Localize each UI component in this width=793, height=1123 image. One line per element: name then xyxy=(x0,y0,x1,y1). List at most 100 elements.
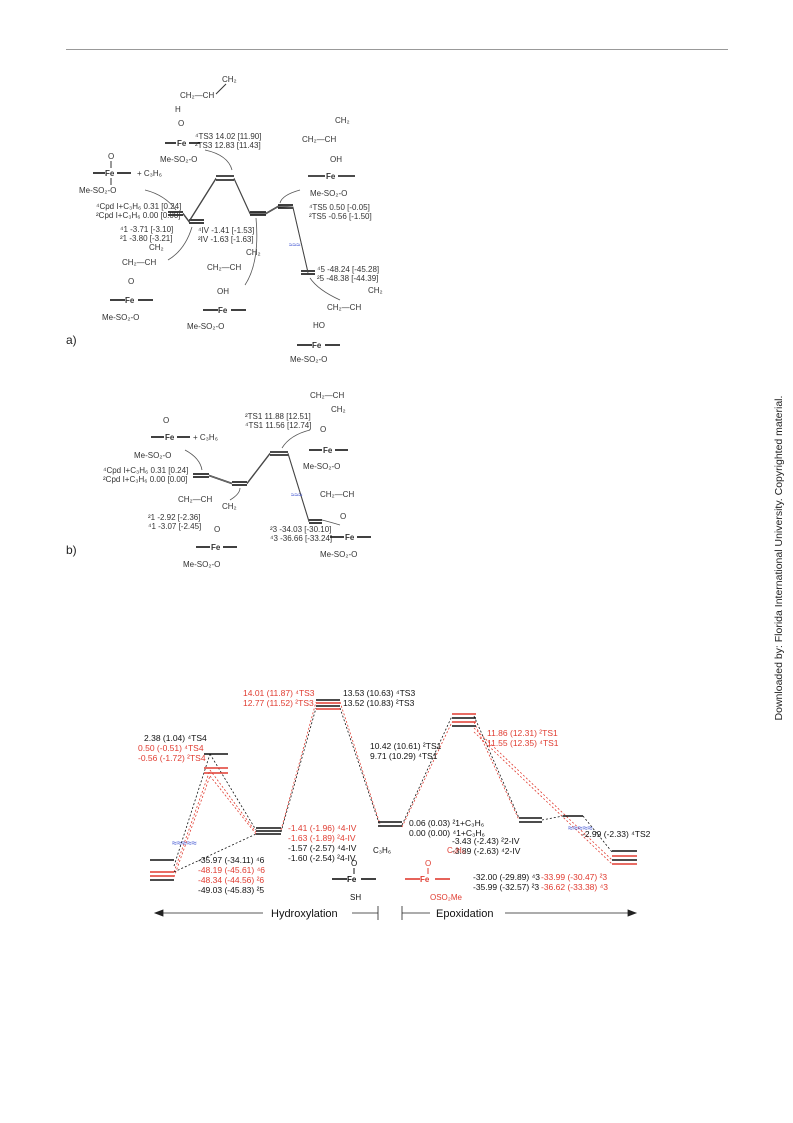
panel-b-label: b) xyxy=(66,543,77,557)
svg-text:12.77 (11.52) ²TS3: 12.77 (11.52) ²TS3 xyxy=(243,698,314,708)
svg-text:²3 -34.03 [-30.10]: ²3 -34.03 [-30.10] xyxy=(270,525,331,534)
svg-text:CH₂—CH: CH₂—CH xyxy=(207,263,241,272)
svg-text:-36.62 (-33.38) ⁴3: -36.62 (-33.38) ⁴3 xyxy=(541,882,608,892)
svg-text:-33.99 (-30.47) ²3: -33.99 (-30.47) ²3 xyxy=(541,872,607,882)
svg-text:²1 -3.80 [-3.21]: ²1 -3.80 [-3.21] xyxy=(120,234,172,243)
svg-text:-1.60 (-2.54) ²4-IV: -1.60 (-2.54) ²4-IV xyxy=(288,853,356,863)
svg-text:C₃H₆: C₃H₆ xyxy=(373,846,391,855)
svg-text:⁴Cpd I+C₃H₆ 0.31 [0.24]: ⁴Cpd I+C₃H₆ 0.31 [0.24] xyxy=(96,202,181,211)
panel-c-labels: 14.01 (11.87) ⁴TS3 12.77 (11.52) ²TS3 13… xyxy=(138,688,651,895)
svg-text:²5 -48.38 [-44.39]: ²5 -48.38 [-44.39] xyxy=(317,274,378,283)
hydroxylation-label: Hydroxylation xyxy=(271,908,338,920)
svg-text:O: O xyxy=(340,512,346,521)
svg-text:+ C₃H₆: + C₃H₆ xyxy=(193,433,218,442)
svg-text:13.53 (10.63) ⁴TS3: 13.53 (10.63) ⁴TS3 xyxy=(343,688,415,698)
panel-c-structures: C₃H₆ O Fe SH C₃H₆ O Fe OSO₂Me xyxy=(332,846,465,902)
svg-text:⁴IV -1.41 [-1.53]: ⁴IV -1.41 [-1.53] xyxy=(198,226,254,235)
svg-text:≈≈≈≈≈: ≈≈≈≈≈ xyxy=(172,838,197,848)
svg-text:-35.99 (-32.57) ²3: -35.99 (-32.57) ²3 xyxy=(473,882,539,892)
svg-text:Fe: Fe xyxy=(125,296,135,305)
svg-text:Me-SO₂-O: Me-SO₂-O xyxy=(160,155,197,164)
svg-text:CH₂—CH: CH₂—CH xyxy=(310,391,344,400)
panel-b-structures: O Fe + C₃H₆ Me-SO₂-O CH₂ CH₂—CH O Fe Me-… xyxy=(134,391,371,569)
svg-text:OH: OH xyxy=(217,287,229,296)
svg-text:²Cpd I+C₃H₆ 0.00 [0.00]: ²Cpd I+C₃H₆ 0.00 [0.00] xyxy=(103,475,188,484)
svg-text:CH₂: CH₂ xyxy=(368,286,383,295)
svg-text:O: O xyxy=(178,119,184,128)
svg-text:≈≈≈: ≈≈≈ xyxy=(291,492,303,499)
svg-text:Me-SO₂-O: Me-SO₂-O xyxy=(79,186,116,195)
svg-text:C₃H₆: C₃H₆ xyxy=(447,846,465,855)
svg-text:Fe: Fe xyxy=(347,875,357,884)
svg-text:11.55 (12.35) ⁴TS1: 11.55 (12.35) ⁴TS1 xyxy=(487,738,559,748)
svg-text:SH: SH xyxy=(350,893,361,902)
svg-text:CH₂—CH: CH₂—CH xyxy=(302,135,336,144)
svg-text:CH₂—CH: CH₂—CH xyxy=(327,303,361,312)
svg-text:Fe: Fe xyxy=(345,533,355,542)
svg-text:⁴TS1 11.56 [12.74]: ⁴TS1 11.56 [12.74] xyxy=(245,421,311,430)
svg-text:²TS1 11.88 [12.51]: ²TS1 11.88 [12.51] xyxy=(245,412,311,421)
svg-text:-0.56 (-1.72) ²TS4: -0.56 (-1.72) ²TS4 xyxy=(138,753,206,763)
svg-text:⁴TS3 14.02 [11.90]: ⁴TS3 14.02 [11.90] xyxy=(195,132,261,141)
svg-text:CH₂—CH: CH₂—CH xyxy=(320,490,354,499)
svg-text:-3.43 (-2.43) ²2-IV: -3.43 (-2.43) ²2-IV xyxy=(452,836,520,846)
svg-text:0.06 (0.03) ²1+C₃H₆: 0.06 (0.03) ²1+C₃H₆ xyxy=(409,818,484,828)
header-rule xyxy=(66,49,728,50)
svg-text:≈≈≈≈≈: ≈≈≈≈≈ xyxy=(568,823,593,833)
panel-c-axis xyxy=(153,906,638,920)
svg-text:CH₂: CH₂ xyxy=(222,75,237,84)
svg-text:CH₂: CH₂ xyxy=(331,405,346,414)
svg-text:OSO₂Me: OSO₂Me xyxy=(430,893,463,902)
svg-text:Fe: Fe xyxy=(420,875,430,884)
panel-a-energy-labels: ⁴Cpd I+C₃H₆ 0.31 [0.24] ²Cpd I+C₃H₆ 0.00… xyxy=(96,132,379,283)
svg-text:-1.63 (-1.89) ²4-IV: -1.63 (-1.89) ²4-IV xyxy=(288,833,356,843)
svg-text:²TS5 -0.56 [-1.50]: ²TS5 -0.56 [-1.50] xyxy=(309,212,372,221)
svg-text:CH₂—CH: CH₂—CH xyxy=(122,258,156,267)
svg-text:Me-SO₂-O: Me-SO₂-O xyxy=(102,313,139,322)
svg-text:O: O xyxy=(214,525,220,534)
svg-text:-3.89 (-2.63) ⁴2-IV: -3.89 (-2.63) ⁴2-IV xyxy=(452,846,521,856)
svg-text:Fe: Fe xyxy=(312,341,322,350)
svg-text:Me-SO₂-O: Me-SO₂-O xyxy=(303,462,340,471)
svg-text:CH₂—CH: CH₂—CH xyxy=(178,495,212,504)
svg-text:-48.19 (-45.61) ⁴6: -48.19 (-45.61) ⁴6 xyxy=(198,865,265,875)
svg-text:²TS3 12.83 [11.43]: ²TS3 12.83 [11.43] xyxy=(195,141,261,150)
svg-text:13.52 (10.83) ²TS3: 13.52 (10.83) ²TS3 xyxy=(343,698,415,708)
svg-text:Me-SO₂-O: Me-SO₂-O xyxy=(134,451,171,460)
svg-text:⁴TS5 0.50 [-0.05]: ⁴TS5 0.50 [-0.05] xyxy=(309,203,370,212)
svg-text:Fe: Fe xyxy=(165,433,175,442)
svg-text:Me-SO₂-O: Me-SO₂-O xyxy=(310,189,347,198)
svg-text:²1 -2.92 [-2.36]: ²1 -2.92 [-2.36] xyxy=(148,513,200,522)
svg-text:Fe: Fe xyxy=(326,172,336,181)
svg-text:CH₂: CH₂ xyxy=(222,502,237,511)
svg-text:-35.97 (-34.11) ⁴6: -35.97 (-34.11) ⁴6 xyxy=(198,855,265,865)
svg-text:⁴5 -48.24 [-45.28]: ⁴5 -48.24 [-45.28] xyxy=(317,265,379,274)
svg-text:-32.00 (-29.89) ⁴3: -32.00 (-29.89) ⁴3 xyxy=(473,872,540,882)
epoxidation-label: Epoxidation xyxy=(436,908,494,920)
svg-text:CH₂—CH: CH₂—CH xyxy=(180,91,214,100)
svg-text:CH₂: CH₂ xyxy=(149,243,164,252)
svg-text:Me-SO₂-O: Me-SO₂-O xyxy=(290,355,327,364)
svg-text:⁴3 -36.66 [-33.24]: ⁴3 -36.66 [-33.24] xyxy=(270,534,332,543)
svg-text:Me-SO₂-O: Me-SO₂-O xyxy=(320,550,357,559)
svg-text:⁴1 -3.71 [-3.10]: ⁴1 -3.71 [-3.10] xyxy=(120,225,173,234)
svg-text:H: H xyxy=(175,105,181,114)
svg-text:CH₂: CH₂ xyxy=(335,116,350,125)
svg-text:Fe: Fe xyxy=(105,169,115,178)
svg-text:⁴1 -3.07 [-2.45]: ⁴1 -3.07 [-2.45] xyxy=(148,522,201,531)
panel-c-connectors xyxy=(173,701,613,878)
svg-text:Fe: Fe xyxy=(177,139,187,148)
svg-text:O: O xyxy=(128,277,134,286)
svg-text:14.01 (11.87) ⁴TS3: 14.01 (11.87) ⁴TS3 xyxy=(243,688,315,698)
svg-text:+ C₃H₆: + C₃H₆ xyxy=(137,169,162,178)
panel-c-levels: ≈≈≈≈≈ ≈≈≈≈≈ xyxy=(150,699,637,881)
svg-text:HO: HO xyxy=(313,321,325,330)
svg-text:Fe: Fe xyxy=(218,306,228,315)
panel-a-structures: O Fe + C₃H₆ Me-SO₂-O CH₂ CH₂—CH H O Fe M… xyxy=(79,75,383,364)
svg-text:Me-SO₂-O: Me-SO₂-O xyxy=(183,560,220,569)
svg-text:0.00 (0.00) ⁴1+C₃H₆: 0.00 (0.00) ⁴1+C₃H₆ xyxy=(409,828,485,838)
svg-text:9.71 (10.29) ⁴TS1: 9.71 (10.29) ⁴TS1 xyxy=(370,751,438,761)
svg-text:-48.34 (-44.56) ²6: -48.34 (-44.56) ²6 xyxy=(198,875,264,885)
svg-text:0.50 (-0.51) ⁴TS4: 0.50 (-0.51) ⁴TS4 xyxy=(138,743,204,753)
